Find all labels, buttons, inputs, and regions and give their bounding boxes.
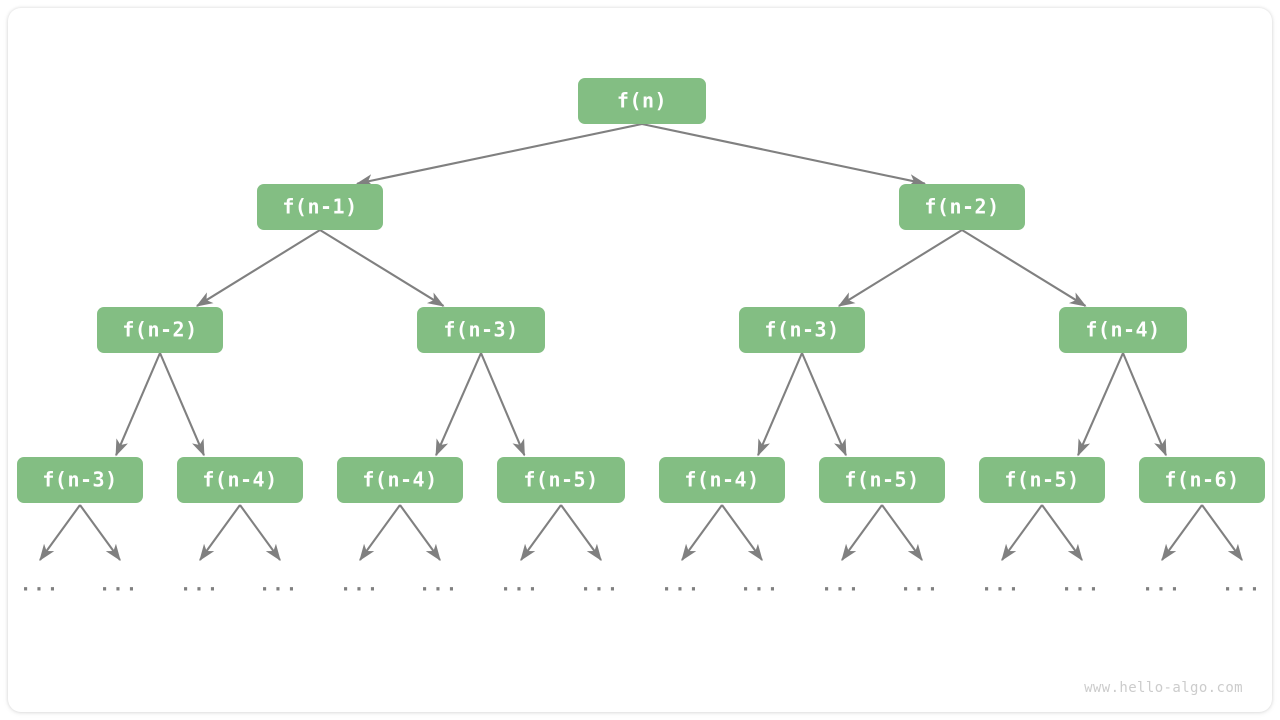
- tree-node-label: f(n-3): [42, 468, 117, 492]
- tree-edge-to-ellipsis: [239, 504, 281, 562]
- tree-node-label: f(n-3): [764, 318, 839, 342]
- tree-edge: [356, 122, 643, 187]
- ellipsis-label: ...: [821, 574, 861, 596]
- ellipsis-label: ...: [981, 574, 1021, 596]
- tree-node[interactable]: f(n-3): [17, 457, 143, 503]
- ellipsis-label: ...: [900, 574, 940, 596]
- ellipsis-label: ...: [1061, 574, 1101, 596]
- tree-node-label: f(n-4): [1085, 318, 1160, 342]
- tree-edge-to-ellipsis: [39, 504, 81, 562]
- tree-edge-to-ellipsis: [681, 504, 723, 562]
- tree-node[interactable]: f(n-1): [257, 184, 383, 230]
- tree-edge: [159, 352, 205, 457]
- tree-node[interactable]: f(n-2): [899, 184, 1025, 230]
- tree-edge-to-ellipsis: [1161, 504, 1203, 562]
- ellipsis-label: ...: [180, 574, 220, 596]
- tree-edge: [195, 229, 321, 307]
- tree-node-label: f(n-4): [362, 468, 437, 492]
- tree-edge-to-ellipsis: [199, 504, 241, 562]
- ellipsis-label: ...: [259, 574, 299, 596]
- tree-node-box: [659, 457, 785, 503]
- tree-edge-to-ellipsis: [841, 504, 883, 562]
- tree-node[interactable]: f(n-5): [497, 457, 625, 503]
- tree-edge: [961, 229, 1087, 307]
- tree-edge: [115, 352, 161, 457]
- tree-edge: [435, 352, 482, 457]
- ellipsis-label: ...: [340, 574, 380, 596]
- tree-node-box: [17, 457, 143, 503]
- tree-edge: [1077, 352, 1124, 457]
- tree-node-label: f(n-5): [844, 468, 919, 492]
- tree-node-box: [417, 307, 545, 353]
- ellipsis-label: ...: [661, 574, 701, 596]
- ellipsis-label: ...: [580, 574, 620, 596]
- tree-node-box: [497, 457, 625, 503]
- tree-node[interactable]: f(n-4): [177, 457, 303, 503]
- tree-edge: [837, 229, 963, 307]
- tree-edge-to-ellipsis: [520, 504, 562, 562]
- tree-node[interactable]: f(n): [578, 78, 706, 124]
- edges-layer: [115, 122, 1167, 457]
- ellipsis-label: ...: [20, 574, 60, 596]
- ellipsis-label: ...: [419, 574, 459, 596]
- ellipsis-label: ...: [99, 574, 139, 596]
- tree-edge-to-ellipsis: [1001, 504, 1043, 562]
- ellipsis-label: ...: [740, 574, 780, 596]
- tree-edge: [480, 352, 526, 457]
- nodes-layer: f(n) f(n-1) f(n-2) f(n-2) f(n-3) f(n-3) f(n-4)…: [17, 78, 1265, 503]
- tree-node-box: [739, 307, 865, 353]
- tree-node-box: [257, 184, 383, 230]
- tree-node[interactable]: f(n-4): [337, 457, 463, 503]
- tree-node-label: f(n-2): [122, 318, 197, 342]
- tree-edge-to-ellipsis: [560, 504, 602, 562]
- tree-node[interactable]: f(n-3): [417, 307, 545, 353]
- tree-node-box: [1139, 457, 1265, 503]
- tree-node-label: f(n-4): [202, 468, 277, 492]
- tree-node-box: [177, 457, 303, 503]
- tree-node-label: f(n-3): [443, 318, 518, 342]
- tree-node-box: [1059, 307, 1187, 353]
- tree-node[interactable]: f(n-2): [97, 307, 223, 353]
- tree-node[interactable]: f(n-3): [739, 307, 865, 353]
- tree-edge: [757, 352, 803, 457]
- ellipsis-label: ...: [1142, 574, 1182, 596]
- tree-edge-to-ellipsis: [399, 504, 441, 562]
- tree-edge-to-ellipsis: [721, 504, 763, 562]
- tree-edge: [1122, 352, 1167, 457]
- tree-node[interactable]: f(n-5): [819, 457, 945, 503]
- ellipsis-layer: ........................................…: [20, 574, 1262, 596]
- tree-edge-to-ellipsis: [1041, 504, 1083, 562]
- tree-node-label: f(n-5): [1004, 468, 1079, 492]
- tree-edge-to-ellipsis: [1201, 504, 1243, 562]
- tree-node-label: f(n-6): [1164, 468, 1239, 492]
- watermark-label: www.hello-algo.com: [1084, 680, 1243, 696]
- tree-edge-to-ellipsis: [79, 504, 121, 562]
- tree-node-label: f(n-4): [684, 468, 759, 492]
- tree-node[interactable]: f(n-5): [979, 457, 1105, 503]
- tree-edge: [801, 352, 847, 457]
- tree-node-label: f(n-2): [924, 195, 999, 219]
- tree-edge-to-ellipsis: [359, 504, 401, 562]
- tree-node[interactable]: f(n-6): [1139, 457, 1265, 503]
- ellipsis-arrows-layer: [39, 504, 1243, 562]
- tree-node-box: [337, 457, 463, 503]
- tree-node-label: f(n-5): [523, 468, 598, 492]
- tree-edge: [641, 122, 926, 187]
- tree-node-box: [97, 307, 223, 353]
- tree-node-label: f(n): [617, 89, 667, 113]
- tree-node-box: [979, 457, 1105, 503]
- tree-edge-to-ellipsis: [881, 504, 923, 562]
- tree-edge: [319, 229, 445, 307]
- tree-node-box: [578, 78, 706, 124]
- tree-node-box: [819, 457, 945, 503]
- ellipsis-label: ...: [500, 574, 540, 596]
- tree-node[interactable]: f(n-4): [659, 457, 785, 503]
- ellipsis-label: ...: [1222, 574, 1262, 596]
- tree-node-box: [899, 184, 1025, 230]
- tree-node[interactable]: f(n-4): [1059, 307, 1187, 353]
- tree-node-label: f(n-1): [282, 195, 357, 219]
